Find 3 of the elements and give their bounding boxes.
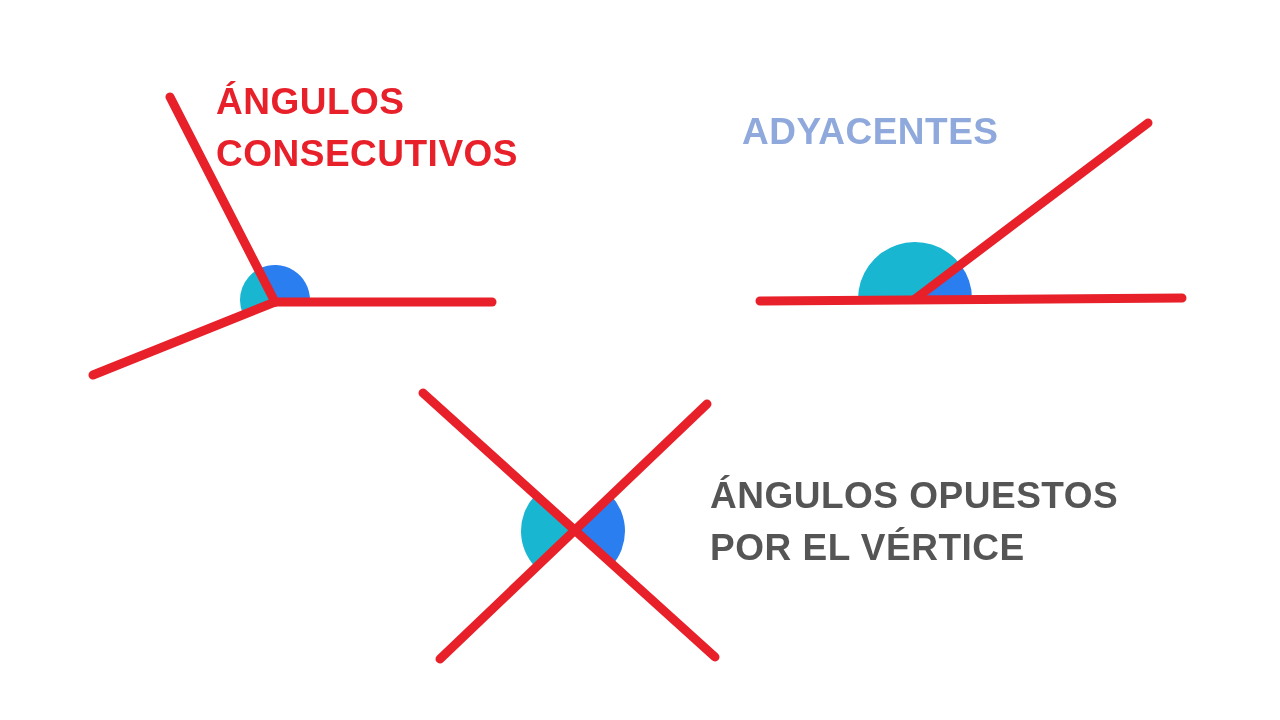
heading-label: ADYACENTES	[742, 110, 1000, 154]
heading-label: ÁNGULOS OPUESTOS POR EL VÉRTICE	[710, 474, 1120, 570]
heading-label: ÁNGULOS CONSECUTIVOS	[216, 80, 520, 176]
